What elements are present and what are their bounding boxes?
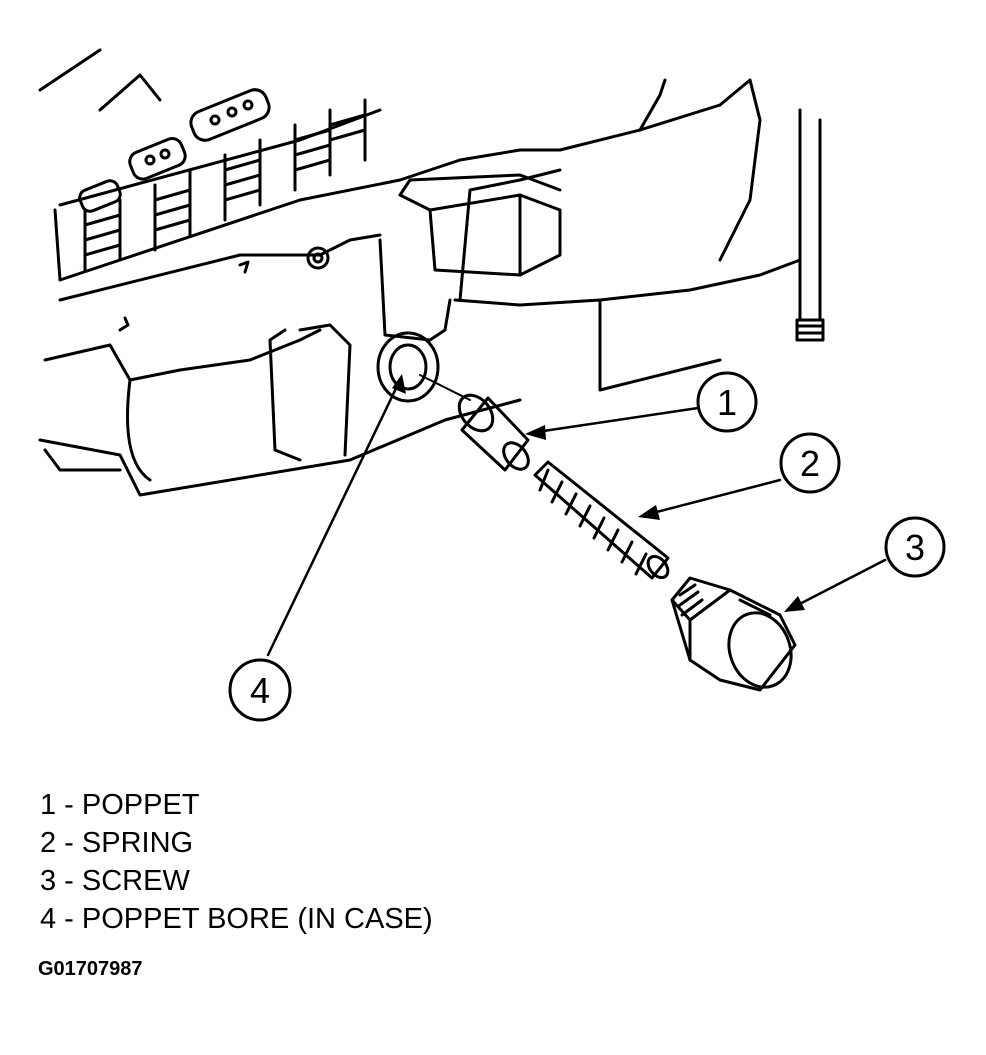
callout-4-circle — [228, 658, 292, 722]
callout-1: 1 — [696, 371, 758, 433]
leader-lines — [266, 378, 887, 657]
callout-4: 4 — [228, 658, 292, 722]
legend-item-spring: 2 - SPRING — [40, 827, 194, 859]
screw — [670, 576, 797, 692]
legend-item-poppet: 1 - POPPET — [40, 789, 200, 821]
legend: 1 - POPPET 2 - SPRING 3 - SCREW 4 - POPP… — [40, 786, 433, 938]
poppet — [457, 393, 530, 472]
leader-arrowheads — [392, 374, 805, 612]
callout-2-number: 2 — [800, 443, 820, 484]
transmission-case — [38, 48, 802, 497]
callout-3: 3 — [884, 516, 946, 578]
legend-item-poppet-bore: 4 - POPPET BORE (IN CASE) — [40, 903, 433, 935]
legend-item-screw: 3 - SCREW — [40, 865, 190, 897]
valve-body-springs — [58, 88, 382, 272]
poppet-installation-diagram: 1 2 3 4 — [38, 48, 946, 722]
callout-3-circle — [884, 516, 946, 578]
case-block — [398, 173, 562, 277]
callout-2: 2 — [779, 432, 841, 494]
callout-4-number: 4 — [250, 670, 270, 711]
callout-2-circle — [779, 432, 841, 494]
callout-1-circle — [696, 371, 758, 433]
poppet-bore — [376, 331, 440, 403]
callout-1-number: 1 — [717, 382, 737, 423]
spring — [533, 460, 670, 580]
assembly-centerline — [419, 374, 471, 401]
figure-id: G01707987 — [38, 958, 143, 980]
callout-3-number: 3 — [905, 527, 925, 568]
rod — [795, 108, 825, 342]
